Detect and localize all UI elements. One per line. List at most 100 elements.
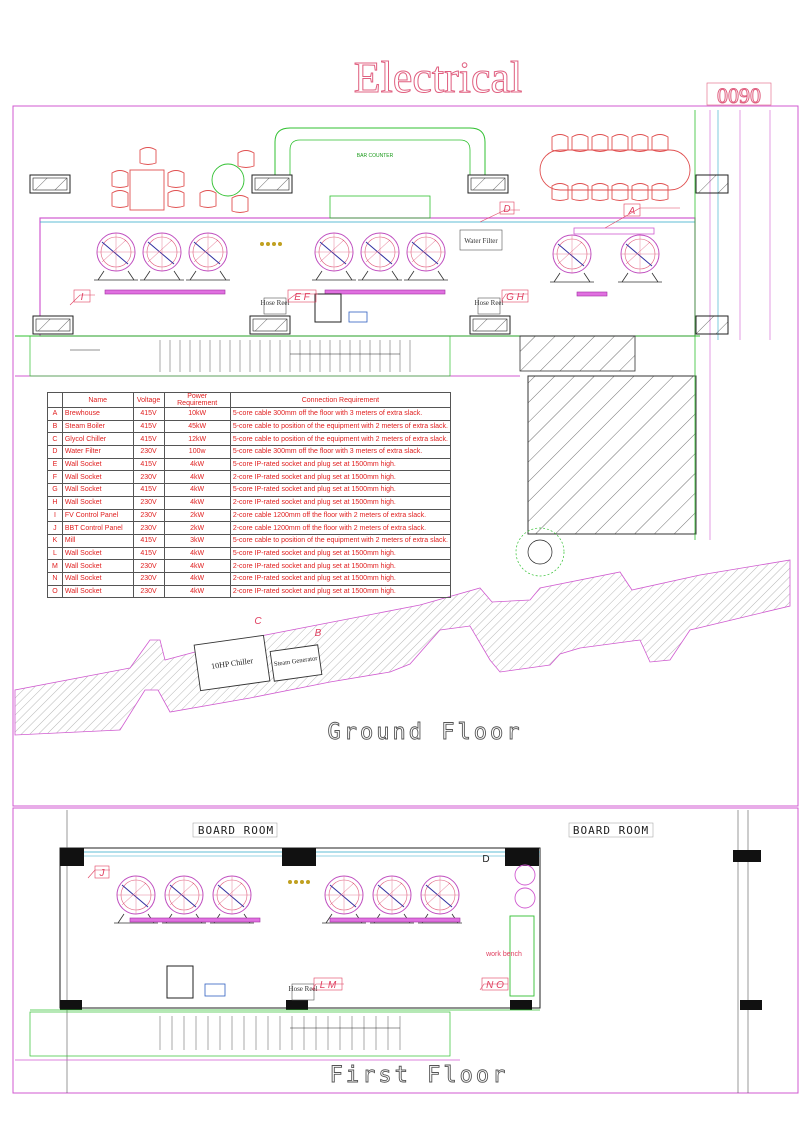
- cell-name: FV Control Panel: [61, 508, 134, 523]
- cell-name: Wall Socket: [61, 584, 134, 599]
- header-power: Power Requirement: [163, 392, 231, 408]
- cell-connection: 5-core IP-rated socket and plug set at 1…: [229, 457, 452, 472]
- cell-code: K: [47, 533, 63, 548]
- cell-power: 2kW: [163, 521, 231, 535]
- cell-power: 2kW: [163, 508, 231, 523]
- cell-power: 4kW: [163, 571, 231, 586]
- ref-c: C: [254, 616, 262, 627]
- cell-voltage: 230V: [132, 445, 165, 459]
- ref-e-f: E F: [294, 292, 310, 303]
- ref-d-ff: D: [482, 854, 489, 865]
- cell-connection: 5-core cable to position of the equipmen…: [229, 419, 452, 434]
- drawing-number: 0090: [717, 83, 761, 108]
- work-bench-label: work bench: [485, 951, 522, 958]
- hose-reel-label-ff: Hose Reel: [289, 985, 318, 993]
- cell-voltage: 415V: [132, 432, 165, 447]
- header-name: Name: [61, 392, 134, 408]
- cell-code: M: [47, 559, 63, 573]
- cell-voltage: 230V: [132, 559, 165, 573]
- cell-voltage: 415V: [132, 407, 165, 421]
- cell-code: J: [47, 521, 63, 535]
- ref-a: A: [628, 206, 636, 217]
- cell-connection: 5-core cable to position of the equipmen…: [229, 432, 452, 447]
- cell-name: Wall Socket: [61, 571, 134, 586]
- cell-power: 4kW: [163, 495, 231, 510]
- electrical-requirements-table: Name Voltage Power Requirement Connectio…: [47, 392, 452, 599]
- table-header-row: Name Voltage Power Requirement Connectio…: [47, 392, 452, 408]
- cell-connection: 2-core IP-rated socket and plug set at 1…: [229, 584, 452, 599]
- cell-code: D: [47, 445, 63, 459]
- cell-power: 4kW: [163, 584, 231, 599]
- hose-reel-label-1: Hose Reel: [261, 299, 290, 307]
- cell-code: B: [47, 419, 63, 434]
- board-room-right-label: BOARD ROOM: [573, 824, 649, 837]
- first-floor-sheet: [12, 807, 799, 1094]
- cell-connection: 2-core cable 1200mm off the floor with 2…: [229, 521, 452, 535]
- bar-counter-label: BAR COUNTER: [357, 153, 394, 159]
- cell-code: C: [47, 432, 63, 447]
- cell-code: F: [47, 470, 63, 485]
- cell-voltage: 415V: [132, 457, 165, 472]
- cell-name: Wall Socket: [61, 559, 134, 573]
- cell-power: 45kW: [163, 419, 231, 434]
- cell-voltage: 230V: [132, 495, 165, 510]
- cell-power: 4kW: [163, 546, 231, 561]
- ref-g-h: G H: [506, 292, 525, 303]
- cell-power: 4kW: [163, 483, 231, 497]
- cell-connection: 2-core IP-rated socket and plug set at 1…: [229, 495, 452, 510]
- cell-power: 4kW: [163, 470, 231, 485]
- cell-connection: 5-core cable 300mm off the floor with 3 …: [229, 445, 452, 459]
- cell-code: A: [47, 407, 63, 421]
- cell-code: H: [47, 495, 63, 510]
- cell-code: G: [47, 483, 63, 497]
- header-code: [47, 392, 63, 408]
- cell-code: I: [47, 508, 63, 523]
- cell-name: Steam Boiler: [61, 419, 134, 434]
- board-room-left-label: BOARD ROOM: [198, 824, 274, 837]
- drawing-number-box: [706, 82, 772, 106]
- cell-name: Wall Socket: [61, 457, 134, 472]
- ref-n-o: N O: [486, 980, 504, 991]
- cell-power: 10kW: [163, 407, 231, 421]
- cell-voltage: 415V: [132, 419, 165, 434]
- cell-name: Wall Socket: [61, 495, 134, 510]
- ref-b: B: [315, 628, 322, 639]
- cell-connection: 2-core IP-rated socket and plug set at 1…: [229, 571, 452, 586]
- hose-reel-label-2: Hose Reel: [475, 299, 504, 307]
- cell-connection: 5-core cable to position of the equipmen…: [229, 533, 452, 548]
- cell-name: Wall Socket: [61, 546, 134, 561]
- ref-j: J: [99, 868, 106, 879]
- cell-code: L: [47, 546, 63, 561]
- cell-name: Mill: [61, 533, 134, 548]
- cell-name: Glycol Chiller: [61, 432, 134, 447]
- drawing-title: Electrical: [354, 53, 523, 102]
- first-floor-label: First Floor: [330, 1063, 509, 1088]
- ref-l-m: L M: [320, 980, 337, 991]
- cell-power: 100w: [163, 445, 231, 459]
- ref-i: I: [81, 292, 84, 303]
- cell-power: 4kW: [163, 457, 231, 472]
- cell-voltage: 230V: [132, 508, 165, 523]
- cell-voltage: 415V: [132, 533, 165, 548]
- cell-voltage: 415V: [132, 546, 165, 561]
- cell-name: BBT Control Panel: [61, 521, 134, 535]
- ref-d: D: [503, 204, 510, 215]
- cell-connection: 5-core cable 300mm off the floor with 3 …: [229, 407, 452, 421]
- cell-power: 12kW: [163, 432, 231, 447]
- header-connection: Connection Requirement: [229, 392, 452, 408]
